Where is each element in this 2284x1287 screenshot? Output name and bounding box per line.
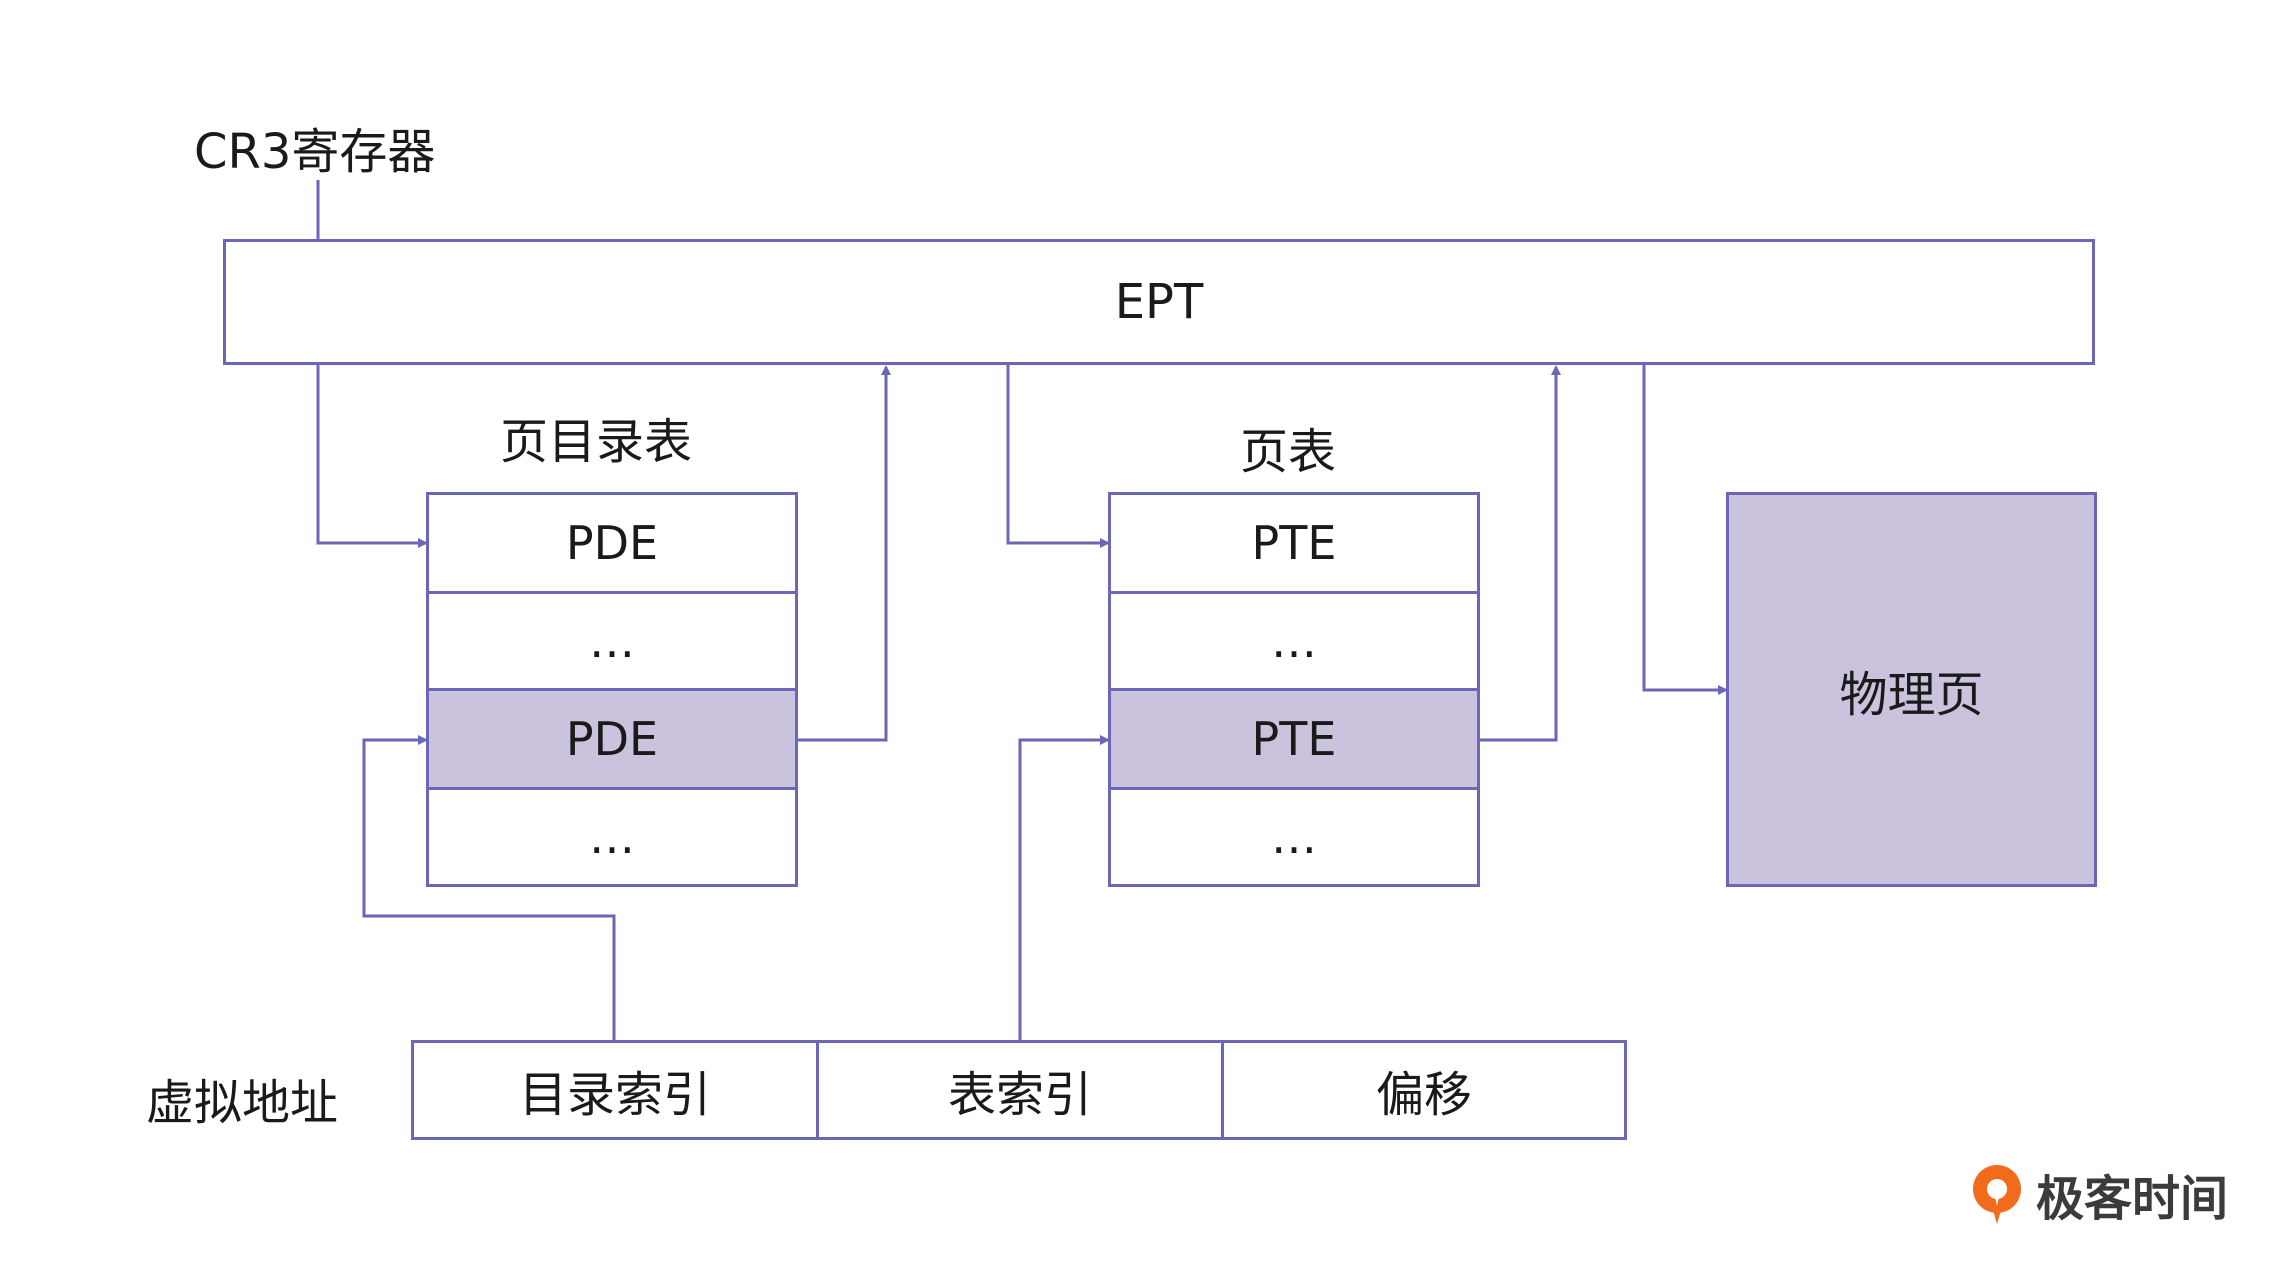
ept-box: EPT [223, 239, 2095, 365]
va-field-offset: 偏移 [1221, 1040, 1627, 1140]
physical-page-box: 物理页 [1726, 492, 2097, 887]
cr3-register-label: CR3寄存器 [194, 124, 436, 180]
pde-row: … [426, 787, 798, 887]
pde-row-highlighted: PDE [426, 688, 798, 790]
pde-row: … [426, 591, 798, 691]
pte-row: PTE [1108, 492, 1480, 594]
table-index-to-pte-arrow [1018, 735, 1110, 1042]
ept-to-pte-arrow [1006, 365, 1110, 548]
pte-row-highlighted: PTE [1108, 688, 1480, 790]
brand-name: 极客时间 [2035, 1171, 2228, 1227]
ept-label: EPT [1114, 274, 1204, 330]
ept-to-pde-arrow [316, 365, 428, 548]
page-table-title: 页表 [1240, 424, 1337, 480]
dir-index-to-pde-arrow [362, 735, 616, 1042]
virtual-address-label: 虚拟地址 [146, 1075, 339, 1131]
ept-to-physical-page-arrow [1642, 365, 1728, 695]
pte-row: … [1108, 787, 1480, 887]
pte-to-ept-arrow [1480, 365, 1561, 742]
page-directory-title: 页目录表 [500, 414, 693, 470]
va-field-directory-index: 目录索引 [411, 1040, 819, 1140]
brand-watermark: 极客时间 [1968, 1159, 2228, 1229]
va-field-table-index: 表索引 [816, 1040, 1224, 1140]
pte-row: … [1108, 591, 1480, 691]
geektime-logo-icon [1972, 1165, 2021, 1224]
pde-to-ept-arrow [798, 365, 891, 742]
pde-row: PDE [426, 492, 798, 594]
physical-page-label: 物理页 [1839, 666, 1984, 723]
